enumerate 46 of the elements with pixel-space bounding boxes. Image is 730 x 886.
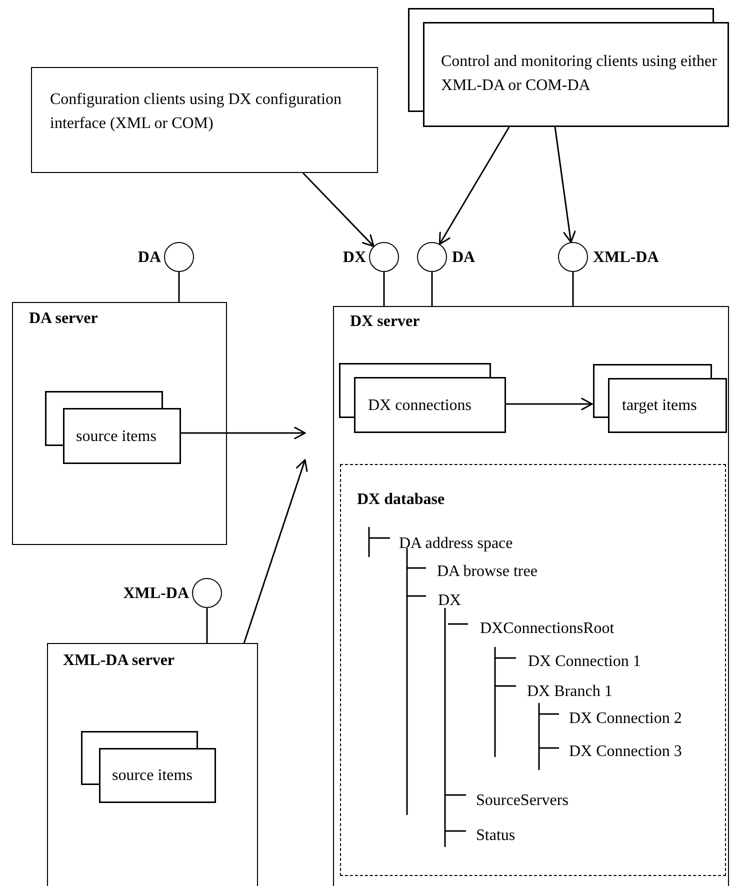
interface-label: DA	[138, 248, 161, 268]
tree-item-label: Status	[476, 826, 516, 846]
connection-stack-box	[339, 363, 506, 433]
interface-stem-line	[383, 272, 385, 306]
client-stack-box	[408, 8, 729, 127]
arrow	[302, 172, 374, 247]
arrow	[180, 426, 306, 440]
tree-item-label: DX Connection 1	[528, 652, 641, 672]
node-text: DX connections	[368, 396, 473, 416]
server-box	[333, 306, 729, 886]
arrow	[554, 126, 576, 243]
interface-label: XML-DA	[123, 584, 189, 604]
tree-item-label: DX Branch 1	[527, 682, 612, 702]
node-text: source items	[112, 766, 194, 786]
tree-item-label: DXConnectionsRoot	[480, 619, 614, 639]
node-text: source items	[76, 426, 158, 446]
server-title: XML-DA server	[63, 651, 176, 671]
database-box	[340, 464, 726, 876]
arrow	[505, 397, 593, 411]
interface-label: XML-DA	[593, 248, 659, 268]
interface-label: DX	[342, 248, 366, 268]
interface-stem-line	[206, 608, 208, 643]
server-title: DX database	[357, 490, 446, 510]
tree-item-label: DX Connection 2	[569, 709, 682, 729]
tree-item-label: DX Connection 3	[569, 742, 682, 762]
item-stack-box	[593, 364, 727, 433]
tree-item-label: DA browse tree	[437, 562, 538, 582]
interface-stem-line	[431, 272, 433, 306]
node-text: Configuration clients using DX configuration interface (XML or COM)	[50, 90, 343, 134]
item-stack-box	[81, 731, 216, 803]
tree-item-label: DA address space	[399, 534, 513, 554]
interface-label: DA	[452, 248, 476, 268]
arrow	[243, 459, 308, 644]
tree-item-label: SourceServers	[476, 791, 568, 811]
interface-stem-line	[178, 272, 180, 302]
server-title: DX server	[350, 312, 421, 332]
server-title: DA server	[29, 309, 99, 329]
server-box	[12, 302, 227, 545]
node-text: Control and monitoring clients using either XML-DA or COM-DA	[441, 52, 718, 96]
item-stack-box	[45, 391, 181, 464]
client-box	[31, 67, 378, 173]
tree-item-label: DX	[438, 591, 462, 611]
server-box	[47, 643, 258, 886]
interface-stem-line	[572, 272, 574, 306]
node-text: target items	[622, 396, 698, 416]
arrow	[438, 126, 510, 245]
